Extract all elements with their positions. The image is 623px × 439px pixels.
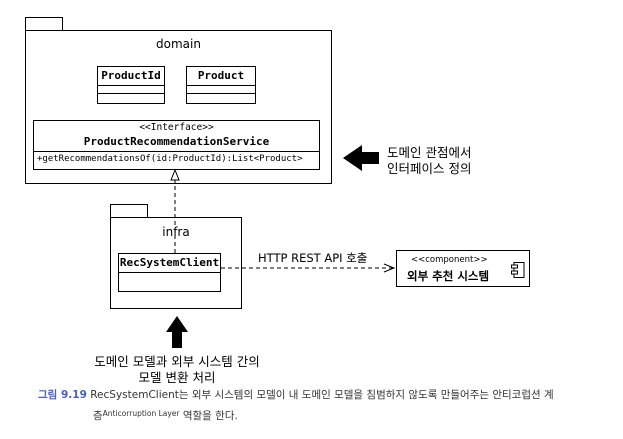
class-divider xyxy=(98,85,164,86)
caption-text: 층 xyxy=(93,410,103,422)
infra-package-tab xyxy=(110,204,148,218)
figure-caption: 그림 9.19 RecSystemClient는 외부 시스템의 모델이 내 도… xyxy=(38,385,620,427)
http-call-label: HTTP REST API 호출 xyxy=(258,251,368,265)
class-rec-system-client-name: RecSystemClient xyxy=(119,256,220,269)
interface-product-recommendation-service: <<Interface>> ProductRecommendationServi… xyxy=(33,120,320,170)
class-product-id-name: ProductId xyxy=(101,69,161,82)
interface-divider xyxy=(34,151,319,152)
class-product-name: Product xyxy=(197,69,245,82)
component-icon xyxy=(511,262,525,278)
note-interface-definition: 도메인 관점에서 인터페이스 정의 xyxy=(387,145,471,177)
component-stereotype: <<component>> xyxy=(411,255,488,265)
component-external-recommendation-system: <<component>> 외부 추천 시스템 xyxy=(396,250,530,287)
interface-operation: +getRecommendationsOf(id:ProductId):List… xyxy=(37,154,303,164)
realization-arrowhead xyxy=(170,168,180,181)
class-product-id: ProductId xyxy=(97,66,165,104)
dependency-arrowhead xyxy=(383,263,396,273)
up-arrow-icon xyxy=(166,316,188,348)
interface-stereotype: <<Interface>> xyxy=(139,122,214,133)
note-line: 모델 변환 처리 xyxy=(138,370,216,385)
note-line: 인터페이스 정의 xyxy=(387,161,472,176)
domain-package-label: domain xyxy=(156,37,201,51)
class-divider xyxy=(187,93,255,94)
figure-number: 그림 9.19 xyxy=(38,389,87,401)
class-divider xyxy=(119,272,220,273)
caption-superscript: Anticorruption Layer xyxy=(102,409,180,418)
class-product: Product xyxy=(186,66,256,104)
left-arrow-icon xyxy=(343,145,379,171)
caption-text: RecSystemClient는 외부 시스템의 모델이 내 도메인 모델을 침… xyxy=(86,389,554,401)
class-rec-system-client: RecSystemClient xyxy=(118,253,221,292)
component-name: 외부 추천 시스템 xyxy=(407,269,490,283)
interface-name: ProductRecommendationService xyxy=(83,135,270,148)
caption-text: 역할을 한다. xyxy=(179,410,238,422)
note-model-translation: 도메인 모델과 외부 시스템 간의 모델 변환 처리 xyxy=(70,354,284,386)
class-divider xyxy=(187,85,255,86)
note-line: 도메인 모델과 외부 시스템 간의 xyxy=(94,354,260,369)
infra-package-label: infra xyxy=(162,225,190,239)
domain-package-tab xyxy=(25,17,63,31)
note-line: 도메인 관점에서 xyxy=(387,145,472,160)
class-divider xyxy=(98,93,164,94)
